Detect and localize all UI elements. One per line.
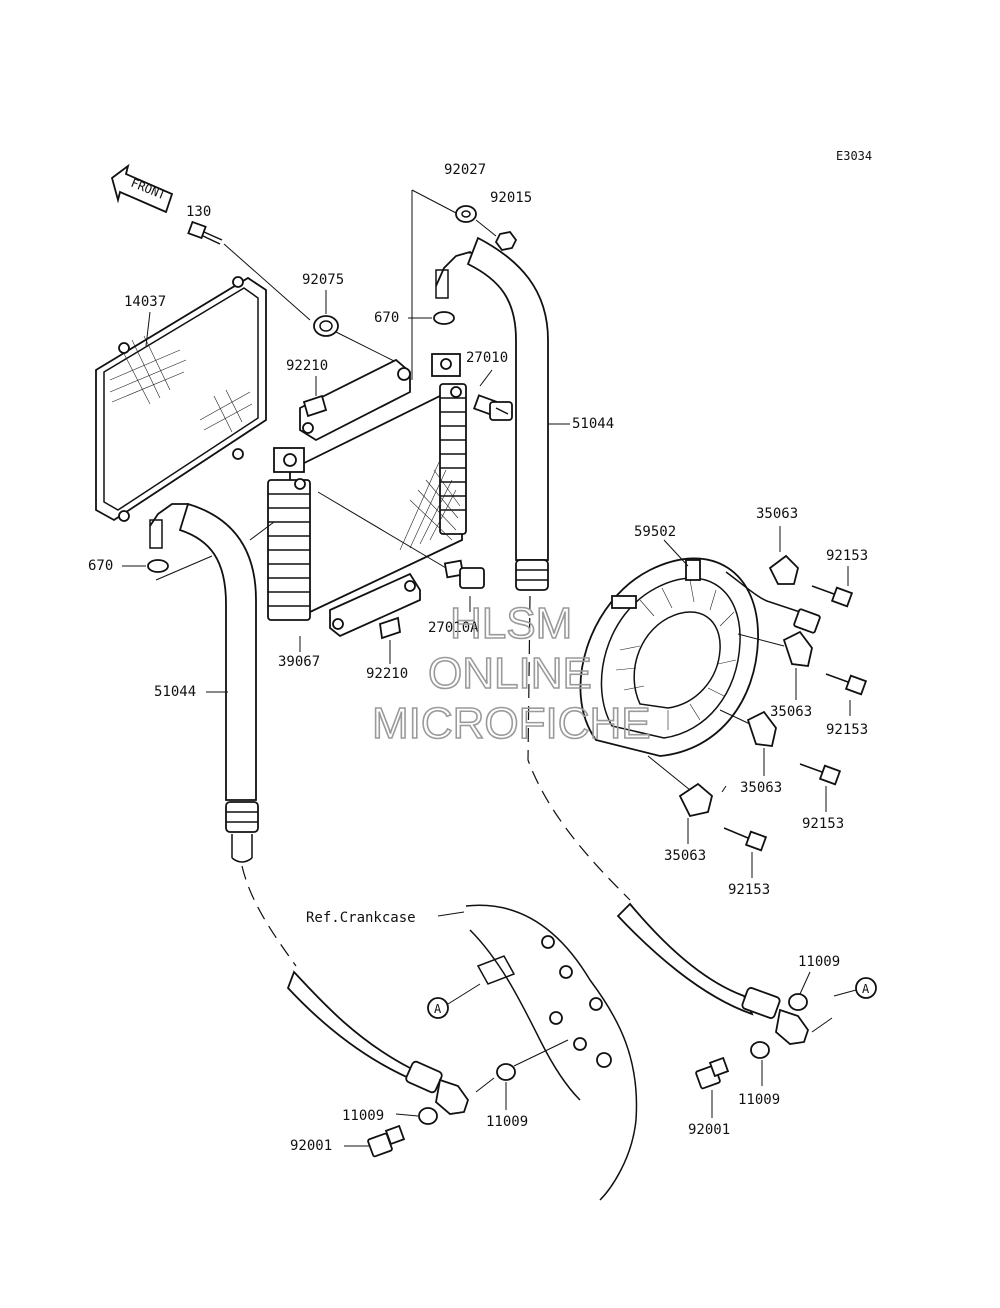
leader-59502	[663, 539, 689, 567]
washer-11009-a	[496, 1063, 516, 1081]
label-92001-right: 92001	[688, 1122, 730, 1138]
hose-continuation-left	[241, 865, 297, 967]
leader-fitting-right	[811, 1017, 833, 1033]
label-51044-left: 51044	[154, 684, 196, 700]
bolt-92153-b	[825, 673, 868, 696]
banjo-bolt-92001-right	[695, 1056, 730, 1090]
label-11009-c: 11009	[798, 954, 840, 970]
clamp-35063-c	[746, 710, 777, 747]
washer-11009-d	[750, 1041, 770, 1059]
leader-11009-c	[799, 971, 811, 995]
label-27010a: 27010A	[428, 620, 479, 636]
leader-670-left-b	[155, 555, 213, 581]
label-92015: 92015	[490, 190, 532, 206]
leader-callout-a-right	[833, 989, 857, 997]
switch-27010a	[443, 559, 485, 589]
leader-shroud-b	[737, 633, 785, 647]
oil-hose-lower-right	[616, 902, 809, 1045]
hose-continuation-right	[527, 595, 631, 901]
washer-11009-c	[788, 993, 808, 1011]
leader-14037	[145, 311, 151, 347]
leader-ref-crankcase	[437, 911, 465, 917]
bolt-92153-d	[723, 827, 768, 852]
fan-shroud	[579, 557, 821, 757]
label-39067: 39067	[278, 654, 320, 670]
leader-92015	[475, 219, 497, 237]
bolt-130	[187, 220, 223, 245]
label-11009-d: 11009	[738, 1092, 780, 1108]
svg-text:A: A	[862, 982, 870, 996]
leader-callout-a-left	[447, 983, 481, 1005]
bolt-92153-a	[811, 585, 854, 608]
svg-text:A: A	[434, 1002, 442, 1016]
svg-text:ONLINE: ONLINE	[428, 649, 592, 698]
label-35063-c: 35063	[740, 780, 782, 796]
grommet-92075	[313, 315, 339, 337]
o-ring-670-left	[147, 559, 169, 573]
leader-130	[223, 243, 311, 321]
washer-92027	[455, 205, 477, 223]
label-14037: 14037	[124, 294, 166, 310]
callout-a-left: A	[427, 997, 449, 1019]
crankcase-reference	[465, 904, 638, 1201]
leader-92027	[411, 189, 459, 215]
label-92153-c: 92153	[802, 816, 844, 832]
label-92001-left: 92001	[290, 1138, 332, 1154]
watermark: HLSM ONLINE MICROFICHE	[371, 598, 651, 749]
leader-11009-b	[395, 1113, 419, 1117]
clip-92210-top	[302, 394, 328, 418]
leader-39067-a	[249, 521, 275, 541]
label-27010: 27010	[466, 350, 508, 366]
label-92210-top: 92210	[286, 358, 328, 374]
cooler-guard-screen	[95, 276, 267, 522]
washer-11009-b	[418, 1107, 438, 1125]
label-51044-right: 51044	[572, 416, 614, 432]
clip-92210-bottom	[379, 616, 401, 640]
label-11009-b: 11009	[342, 1108, 384, 1124]
clamp-35063-d	[678, 782, 714, 818]
nut-92015	[494, 231, 518, 251]
label-92210-bottom: 92210	[366, 666, 408, 682]
clamp-35063-b	[782, 630, 813, 667]
leader-clamp-d	[721, 785, 727, 793]
label-130: 130	[186, 204, 211, 220]
leader-92075	[335, 331, 397, 363]
label-670-left: 670	[88, 558, 113, 574]
label-35063-a: 35063	[756, 506, 798, 522]
banjo-bolt-92001-left	[367, 1124, 406, 1158]
label-92075: 92075	[302, 272, 344, 288]
oil-hose-left	[149, 502, 259, 863]
label-35063-b: 35063	[770, 704, 812, 720]
clamp-35063-a	[768, 554, 799, 585]
label-92027: 92027	[444, 162, 486, 178]
callout-a-right: A	[855, 977, 877, 999]
leader-fitting-left	[475, 1077, 495, 1093]
oil-hose-right	[435, 236, 549, 591]
leader-shroud-d	[647, 755, 691, 791]
diagram-code: E3034	[836, 149, 872, 163]
label-11009-a: 11009	[486, 1114, 528, 1130]
o-ring-670-top	[433, 311, 455, 325]
label-59502: 59502	[634, 524, 676, 540]
svg-text:MICROFICHE: MICROFICHE	[372, 699, 651, 748]
label-92153-a: 92153	[826, 548, 868, 564]
front-arrow-icon: FRONT	[110, 163, 174, 214]
leader-11009-a2	[513, 1039, 569, 1067]
bolt-92153-c	[799, 763, 842, 786]
svg-text:HLSM: HLSM	[450, 599, 572, 648]
leader-core-switch	[317, 491, 447, 569]
label-ref-crankcase: Ref.Crankcase	[306, 910, 416, 926]
leader-27010	[479, 369, 493, 387]
oil-cooler-core	[267, 353, 467, 638]
label-670-top: 670	[374, 310, 399, 326]
switch-27010	[472, 394, 513, 421]
label-92153-d: 92153	[728, 882, 770, 898]
label-92153-b: 92153	[826, 722, 868, 738]
oil-hose-lower-left	[286, 970, 469, 1115]
leader-shroud-c	[719, 709, 751, 725]
label-35063-d: 35063	[664, 848, 706, 864]
